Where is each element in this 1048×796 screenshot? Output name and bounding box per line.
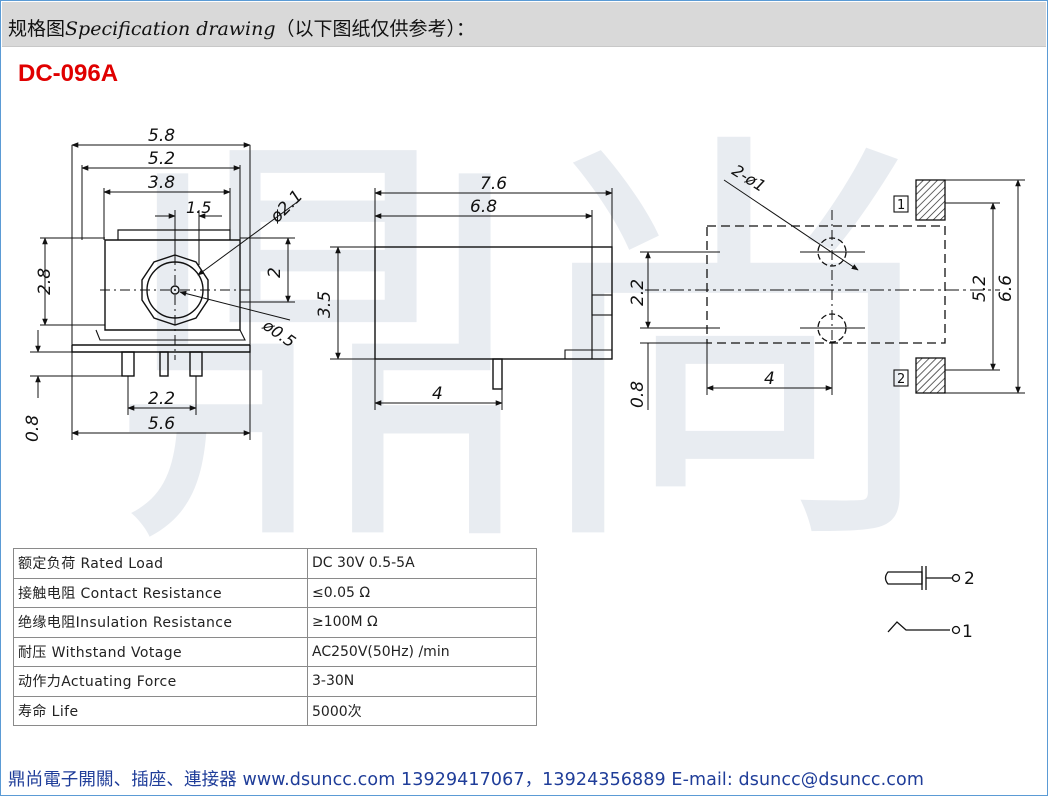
center-pin	[170, 285, 180, 295]
side-view	[330, 188, 613, 410]
model-number: DC-096A	[18, 60, 119, 87]
dim-front-pin-dia: ø0.5	[259, 315, 300, 351]
schematic-plug	[884, 571, 923, 585]
dim-front-w-outer: 5.8	[148, 126, 175, 146]
dim-side-length-inner: 6.8	[470, 197, 497, 217]
front-body	[104, 239, 241, 331]
pad-1-hatch	[915, 179, 946, 221]
spec-value: ≤0.05 Ω	[307, 577, 537, 608]
dim-side-height: 3.5	[315, 291, 335, 318]
dim-footprint-pitch-v: 2.2	[628, 279, 648, 306]
front-pin-left	[121, 351, 135, 377]
dim-side-pin-pos: 4	[432, 384, 443, 404]
dim-footprint-outer: 6.6	[996, 275, 1016, 302]
spec-label: 耐压 Withstand Votage	[13, 636, 308, 667]
dim-footprint-pad-len: 0.8	[628, 381, 648, 408]
pad-1-label: 1	[897, 198, 905, 213]
title-en: Specification drawing	[65, 18, 276, 40]
spec-label: 接触电阻 Contact Resistance	[13, 577, 308, 608]
side-pin	[492, 358, 503, 390]
spec-label: 绝缘电阻Insulation Resistance	[13, 607, 308, 638]
spec-row: 接触电阻 Contact Resistance≤0.05 Ω	[13, 577, 537, 608]
header-bar: 规格图Specification drawing（以下图纸仅供参考）：	[2, 2, 1046, 47]
schematic-pin-2-dot	[951, 573, 961, 583]
pad-2-label-box	[893, 369, 909, 387]
dim-front-base-w: 5.6	[148, 414, 175, 434]
spec-value: 5000次	[307, 695, 537, 726]
dim-front-h-right: 2	[265, 267, 285, 278]
pad-2-hatch	[915, 357, 946, 394]
dim-front-w-inner: 5.2	[148, 149, 175, 169]
spec-value: DC 30V 0.5-5A	[307, 548, 537, 579]
dim-front-hole-dia: ø2.1	[266, 186, 307, 227]
spec-label: 寿命 Life	[13, 695, 308, 726]
front-view	[30, 142, 301, 440]
spec-row: 绝缘电阻Insulation Resistance≥100M Ω	[13, 607, 537, 638]
footprint-view	[640, 179, 1025, 410]
spec-label: 额定负荷 Rated Load	[13, 548, 308, 579]
dim-footprint-pin-pos: 4	[764, 369, 775, 389]
dim-footprint-inner: 5.2	[970, 275, 990, 302]
dim-front-pin-center: 1.5	[186, 198, 211, 217]
header-title: 规格图Specification drawing（以下图纸仅供参考）：	[8, 14, 475, 41]
dim-side-length: 7.6	[480, 174, 507, 194]
footprint-outline	[706, 225, 946, 344]
footer-contact: 鼎尚電子開關、插座、連接器 www.dsuncc.com 13929417067…	[8, 770, 924, 790]
dim-front-pin-len: 0.8	[23, 415, 43, 442]
side-body	[374, 246, 613, 360]
schematic-pin-2-label: 2	[964, 569, 975, 589]
front-pin-right	[189, 351, 203, 377]
dim-footprint-holes: 2-ø1	[729, 161, 770, 196]
schematic-symbol	[884, 566, 961, 635]
front-base	[71, 344, 251, 353]
schematic-pin-1-dot	[951, 625, 961, 635]
spec-value: ≥100M Ω	[307, 607, 537, 638]
title-cn: 规格图	[8, 18, 66, 40]
dim-front-h-left: 2.8	[35, 268, 55, 295]
pad-1-label-box	[893, 195, 909, 213]
spec-value: AC250V(50Hz) /min	[307, 636, 537, 667]
spec-label: 动作力Actuating Force	[13, 666, 308, 697]
dim-front-w-body: 3.8	[148, 173, 175, 193]
schematic-pin-1-label: 1	[962, 622, 973, 642]
title-note: （以下图纸仅供参考）：	[275, 18, 476, 40]
pad-2-label: 2	[897, 372, 905, 387]
spec-value: 3-30N	[307, 666, 537, 697]
dim-front-pin-pitch: 2.2	[148, 389, 175, 409]
schematic-contact	[887, 621, 950, 633]
